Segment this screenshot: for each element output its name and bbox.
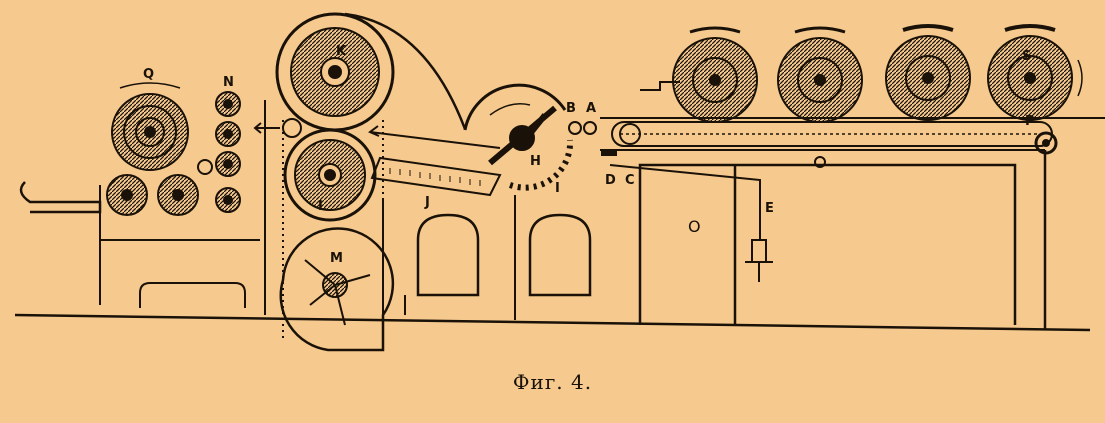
arrow-left-n (253, 122, 280, 134)
figure-caption: Фиг. 4. (512, 370, 593, 394)
fan-m (279, 227, 395, 352)
drum-k (275, 12, 395, 132)
left-frame (99, 100, 266, 315)
label-e: E (765, 201, 774, 216)
frame-right (638, 150, 1047, 330)
label-c: C (625, 173, 635, 188)
label-l: L (318, 199, 326, 214)
opening-1 (416, 213, 480, 297)
roller-a (583, 121, 597, 135)
dial-h (463, 83, 574, 191)
opening-2 (528, 213, 592, 297)
arrow-to-k (368, 125, 501, 149)
label-h: H (530, 154, 541, 169)
label-k: K (336, 44, 347, 59)
label-d: D (605, 173, 616, 188)
comb-j (370, 156, 502, 197)
label-p: P (1025, 114, 1035, 129)
top-rollers (672, 24, 1083, 123)
roller-column-n (197, 91, 241, 213)
belt-k (344, 12, 467, 130)
frame-center (382, 195, 516, 320)
small-rollers-d (106, 174, 199, 216)
labels: Q N K L M J H I B A D C E O S P (143, 44, 1035, 266)
part-d (601, 149, 617, 156)
label-j: J (424, 195, 430, 210)
feed-table (19, 181, 102, 214)
label-q: Q (143, 67, 154, 82)
label-n: N (223, 75, 234, 90)
label-i: I (555, 181, 560, 196)
floor-line (14, 313, 1091, 332)
label-m: M (330, 251, 343, 266)
roller-b (568, 121, 582, 135)
label-b: B (566, 101, 576, 116)
small-roller-between (282, 118, 302, 138)
lever-e (609, 164, 773, 282)
label-s: S (1022, 49, 1031, 64)
label-o: O (688, 217, 701, 236)
label-a: A (586, 101, 596, 116)
drum-l (283, 128, 377, 222)
roller-q (111, 82, 189, 171)
conveyor-roller-under (814, 156, 826, 168)
